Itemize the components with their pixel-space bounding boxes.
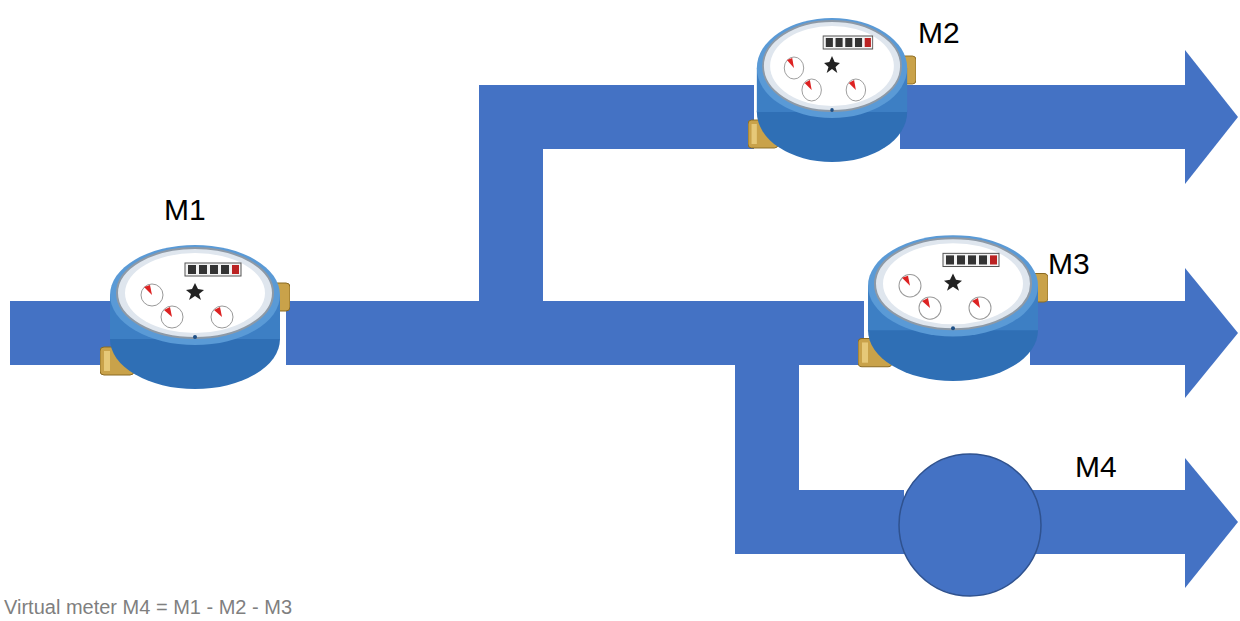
outlet-arrowhead [1185, 50, 1238, 184]
virtual-meter: M4 [898, 453, 1042, 597]
meter-label: M2 [918, 16, 960, 49]
outlet-arrowhead [1185, 268, 1238, 398]
water-meter: M2 [748, 8, 916, 168]
water-meter: M3 [858, 225, 1048, 387]
meter-label: M1 [164, 193, 206, 226]
meter-label: M4 [1075, 450, 1117, 483]
pipe-connector [286, 117, 754, 333]
outlet-pipe [1030, 301, 1187, 365]
water-meter-picture [858, 225, 1048, 387]
outlet-arrowhead [1185, 458, 1238, 588]
water-meter: M1 [100, 235, 290, 395]
outlet-pipe [900, 85, 1187, 149]
pipe-connector [286, 333, 904, 522]
formula-note: Virtual meter M4 = M1 - M2 - M3 [4, 596, 292, 618]
water-meter-picture [100, 235, 290, 395]
virtual-meter-circle [898, 453, 1042, 597]
water-meter-picture [748, 8, 916, 168]
outlet-pipe [1030, 490, 1187, 554]
meter-label: M3 [1048, 247, 1090, 280]
